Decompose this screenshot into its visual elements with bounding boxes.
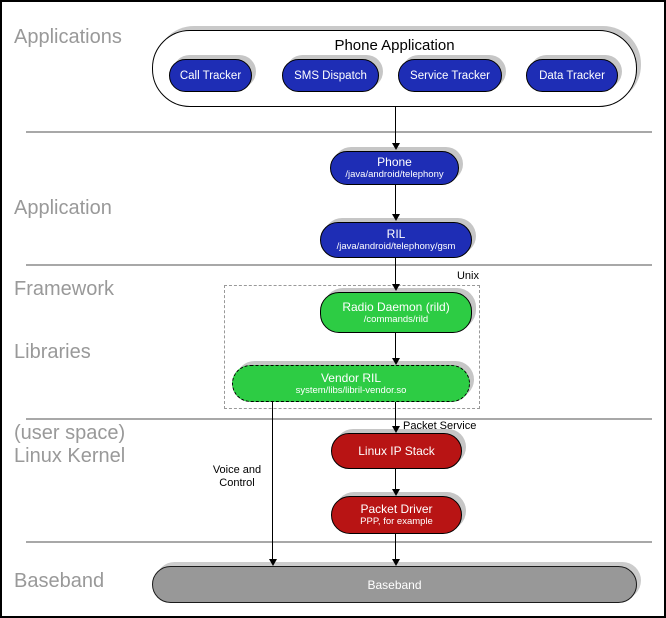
connector-line [395,107,397,144]
connector-line [395,333,397,359]
section-label-libraries: Libraries (user space) [14,285,125,501]
connector-line [395,185,397,215]
section-label-linux-kernel: Linux Kernel [14,445,126,467]
arrow-down-icon [392,559,400,566]
voice-control-label: Voice and Control [208,464,266,490]
node-vendor-ril-path: system/libs/libril-vendor.so [295,384,407,396]
node-call-tracker-label: Call Tracker [179,69,242,82]
section-label-application-framework: Application Framework [14,141,114,357]
voice-control-label-line2: Control [219,477,255,489]
section-divider [26,131,652,133]
node-service-tracker: Service Tracker [398,59,502,92]
node-ril-path: /java/android/telephony/gsm [336,241,456,252]
section-label-application-framework-line1: Application [14,197,112,219]
node-radio-daemon: Radio Daemon (rild) /commands/rild [320,292,472,333]
node-sms-dispatch: SMS Dispatch [282,59,379,92]
node-data-tracker-label: Data Tracker [539,69,605,82]
packet-service-label: Packet Service [403,420,477,432]
arrow-down-icon [392,426,400,433]
node-vendor-ril: Vendor RIL system/libs/libril-vendor.so [232,365,470,402]
node-phone-title: Phone [377,155,412,169]
node-baseband: Baseband [152,566,637,603]
connector-line-voice-control [272,402,274,559]
section-divider [26,418,652,420]
section-divider [26,264,652,266]
arrow-down-icon [392,214,400,221]
node-radio-daemon-title: Radio Daemon (rild) [342,299,450,314]
arrow-down-icon [392,284,400,291]
connector-line [395,534,397,559]
arrow-down-icon [392,358,400,365]
section-label-libraries-line1: Libraries [14,341,91,363]
node-packet-driver-subtitle: PPP, for example [360,516,433,527]
node-packet-driver-title: Packet Driver [360,502,433,516]
connector-line [395,258,397,285]
node-linux-ip-stack: Linux IP Stack [331,433,462,469]
node-data-tracker: Data Tracker [526,59,618,92]
connector-line [395,402,397,427]
node-phone-path: /java/android/telephony [345,169,444,180]
node-vendor-ril-title: Vendor RIL [320,370,382,385]
node-packet-driver: Packet Driver PPP, for example [331,496,462,534]
node-ril: RIL /java/android/telephony/gsm [320,222,472,258]
section-label-applications: Applications [14,26,122,48]
unix-boundary-box [224,285,480,409]
node-radio-daemon-path: /commands/rild [363,313,429,325]
section-label-libraries-line2: (user space) [14,422,126,444]
connector-line [395,469,397,490]
phone-application-title: Phone Application [334,37,455,54]
section-label-application-framework-line2: Framework [14,278,115,300]
arrow-down-icon [392,143,400,150]
node-baseband-title: Baseband [367,577,422,592]
voice-control-label-line1: Voice and [212,464,262,476]
node-ril-title: RIL [386,227,406,241]
section-divider [26,541,652,543]
arrow-down-icon [269,559,277,566]
section-label-baseband: Baseband [14,570,105,592]
node-call-tracker: Call Tracker [169,59,252,92]
node-sms-dispatch-label: SMS Dispatch [294,69,367,82]
node-phone: Phone /java/android/telephony [330,151,459,185]
unix-label: Unix [456,270,479,282]
arrow-down-icon [392,489,400,496]
node-service-tracker-label: Service Tracker [410,69,490,82]
node-linux-ip-stack-title: Linux IP Stack [358,444,435,458]
